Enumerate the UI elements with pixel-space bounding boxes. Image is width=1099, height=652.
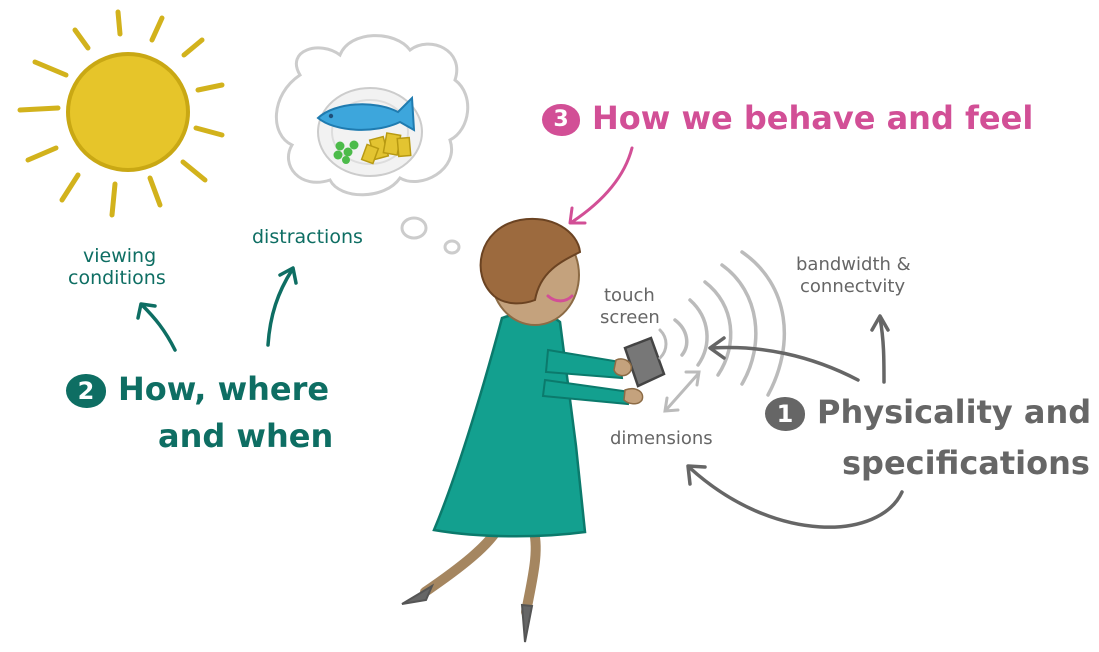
arrow-to-distractions bbox=[266, 268, 294, 347]
section-2-title-line2: and when bbox=[158, 417, 334, 455]
section-3-title-text: How we behave and feel bbox=[592, 99, 1034, 137]
section-1-title-line1: Physicality and bbox=[817, 393, 1092, 431]
arrow-to-viewing-conditions bbox=[140, 303, 177, 352]
arrow-to-phone bbox=[710, 345, 860, 382]
section-2-title: 2 How, where bbox=[66, 373, 329, 408]
arrow-to-bandwidth bbox=[878, 316, 886, 384]
dimensions-arrow bbox=[663, 370, 701, 413]
fish-and-chips-icon bbox=[316, 87, 423, 177]
woman-figure bbox=[401, 217, 666, 643]
signal-waves-icon bbox=[673, 250, 786, 397]
sun-icon bbox=[17, 9, 225, 218]
arrow-to-head bbox=[570, 146, 634, 224]
label-touch: touch bbox=[604, 285, 655, 306]
section-3-badge: 3 bbox=[542, 104, 580, 136]
section-2-title-line1: How, where bbox=[118, 370, 330, 408]
arrow-to-dimensions bbox=[688, 466, 904, 529]
section-1-badge: 1 bbox=[765, 397, 805, 431]
label-conditions: conditions bbox=[68, 267, 166, 289]
label-viewing: viewing bbox=[83, 245, 157, 267]
label-distractions: distractions bbox=[252, 226, 363, 248]
label-dimensions: dimensions bbox=[610, 428, 713, 449]
section-1-title-line2: specifications bbox=[842, 444, 1090, 482]
label-screen: screen bbox=[600, 307, 660, 328]
section-1-title: 1 Physicality and bbox=[765, 396, 1091, 431]
label-bandwidth: bandwidth & bbox=[796, 254, 911, 275]
section-3-title: 3 How we behave and feel bbox=[542, 102, 1033, 136]
touch-screen-pointer bbox=[658, 328, 668, 360]
label-connectvity: connectvity bbox=[800, 276, 906, 297]
section-2-badge: 2 bbox=[66, 374, 106, 408]
